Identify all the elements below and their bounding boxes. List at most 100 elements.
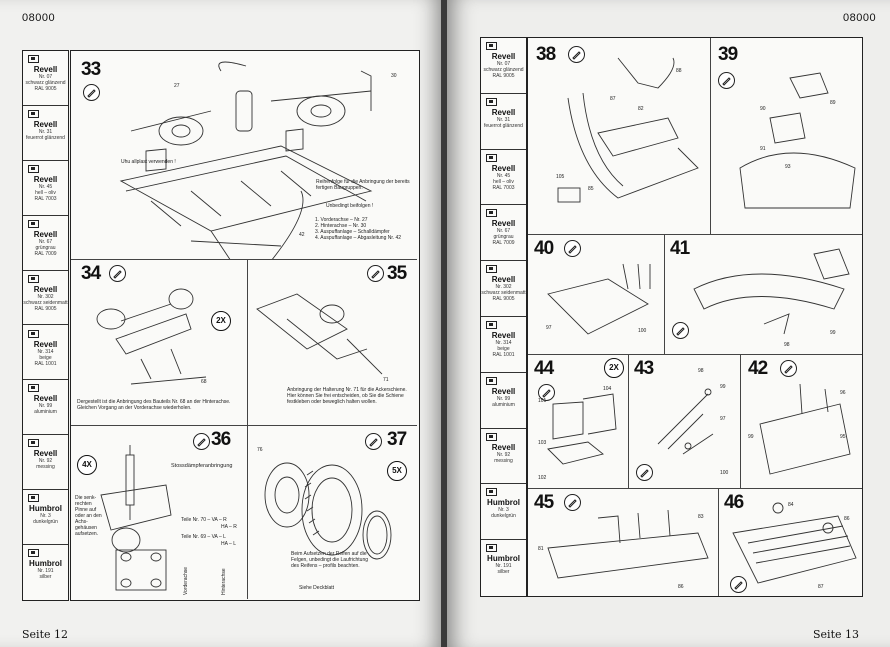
part-label-68: 68 xyxy=(201,379,207,385)
paint-number: Nr. 191 xyxy=(495,563,512,570)
paint-brand: Revell xyxy=(33,229,58,239)
paint-brand: Revell xyxy=(491,331,516,340)
paint-ral: RAL 9005 xyxy=(34,86,57,92)
order-list: 1. Vorderachse – Nr. 27 2. Hinterachse –… xyxy=(315,217,415,241)
step-number: 44 xyxy=(534,358,554,379)
paint-number: Nr. 45 xyxy=(496,172,511,179)
step-number: 46 xyxy=(724,492,744,513)
flag-icon xyxy=(28,329,39,338)
parts-note: HA – L xyxy=(221,541,237,547)
part-label: 83 xyxy=(698,514,704,520)
repeat-badge: 5X xyxy=(387,461,407,481)
step-number: 41 xyxy=(670,238,690,259)
paint-name: messing xyxy=(36,464,55,471)
paint-brand: Revell xyxy=(491,52,516,61)
paint-brand: Revell xyxy=(491,163,516,173)
part-label: 82 xyxy=(638,106,644,112)
flag-icon xyxy=(486,97,497,106)
paint-brush-icon xyxy=(109,265,126,282)
paint-brush-icon xyxy=(568,46,585,63)
part-label: 99 xyxy=(720,384,726,390)
part-label: 100 xyxy=(638,328,647,334)
parts-note: HA – R xyxy=(221,524,237,530)
order-note: Unbedingt beifolgen ! xyxy=(326,203,374,209)
paint-brush-icon xyxy=(365,433,382,450)
paint-number: Nr. 191 xyxy=(37,568,54,575)
part-label: 102 xyxy=(538,475,547,481)
paint-name: aluminium xyxy=(492,401,515,408)
part-label: 98 xyxy=(784,342,790,348)
part-label: 88 xyxy=(676,68,682,74)
paint-brush-icon xyxy=(636,464,653,481)
paint-number: Nr. 07 xyxy=(38,74,53,80)
cab-floor-drawing: 88 87 82 105 85 xyxy=(556,57,699,203)
part-label: 99 xyxy=(830,330,836,336)
part-label: 87 xyxy=(610,96,616,102)
paint-brush-icon xyxy=(718,72,735,89)
paint-number: Nr. 07 xyxy=(496,61,511,67)
paint-name: beige xyxy=(39,354,52,361)
step-note: Anbringung der Halterung Nr. 71 für die … xyxy=(287,387,407,405)
steps-frame: 33 xyxy=(70,50,420,601)
paint-brush-icon xyxy=(672,322,689,339)
step-number: 40 xyxy=(534,238,554,259)
step-note: Dergestellt ist die Anbringung des Baute… xyxy=(77,399,231,411)
paint-number: Nr. 302 xyxy=(37,293,54,300)
step-number: 43 xyxy=(634,358,654,379)
step-45: 45 81 83 86 xyxy=(528,488,719,596)
flag-icon xyxy=(486,544,497,553)
flag-icon xyxy=(486,209,497,218)
fender-drawing: 97 100 xyxy=(546,263,651,335)
wheel-drawing: 76 xyxy=(257,447,392,560)
paint-brush-icon xyxy=(367,265,384,282)
model-code: 08000 xyxy=(22,12,56,24)
flag-icon xyxy=(486,265,497,274)
steps-frame: 38 88 87 82 105 85 xyxy=(527,37,863,597)
paint-brand: Humbrol xyxy=(487,554,520,564)
paint-number: Nr. 31 xyxy=(38,128,53,135)
step-title: Stossdämpferanbringung xyxy=(171,463,233,469)
repeat-badge: 2X xyxy=(604,358,624,378)
paint-brush-icon xyxy=(564,494,581,511)
part-label: 86 xyxy=(678,584,684,590)
part-label-42: 42 xyxy=(299,232,305,238)
paint-brand: Revell xyxy=(33,339,58,349)
paint-number: Nr. 45 xyxy=(38,183,53,190)
paint-number: Nr. 314 xyxy=(495,340,512,346)
paint-brand: Revell xyxy=(491,107,516,117)
paint-name: aluminium xyxy=(34,409,57,416)
order-item: 3. Auspuffanlage – Schalldämpfer xyxy=(315,229,390,235)
paint-brand: Revell xyxy=(491,442,516,452)
step-44: 44 2X 101 104 103 102 xyxy=(528,354,629,489)
seat-drawing: 101 104 103 102 xyxy=(538,386,617,481)
paint-ral: RAL 9005 xyxy=(492,73,515,79)
flag-icon xyxy=(28,439,39,448)
paint-number: Nr. 99 xyxy=(496,395,511,402)
paint-name: dunkelgrün xyxy=(491,513,516,520)
flag-icon xyxy=(28,549,39,558)
binding-gutter xyxy=(441,0,449,647)
rear-axle-drawing: 68 xyxy=(96,288,207,385)
paint-name: silber xyxy=(497,569,510,576)
paint-brand: Revell xyxy=(491,219,516,229)
flag-icon xyxy=(28,274,39,283)
page-number: Seite 12 xyxy=(22,628,68,641)
step-39: 39 89 90 91 93 xyxy=(710,38,862,235)
paint-ral: RAL 7003 xyxy=(34,195,57,202)
paint-number: Nr. 3 xyxy=(40,513,51,520)
rear-axle-label: Hinterachse xyxy=(221,568,227,595)
paint-ral: RAL 7003 xyxy=(492,184,515,191)
flag-icon xyxy=(28,494,39,503)
